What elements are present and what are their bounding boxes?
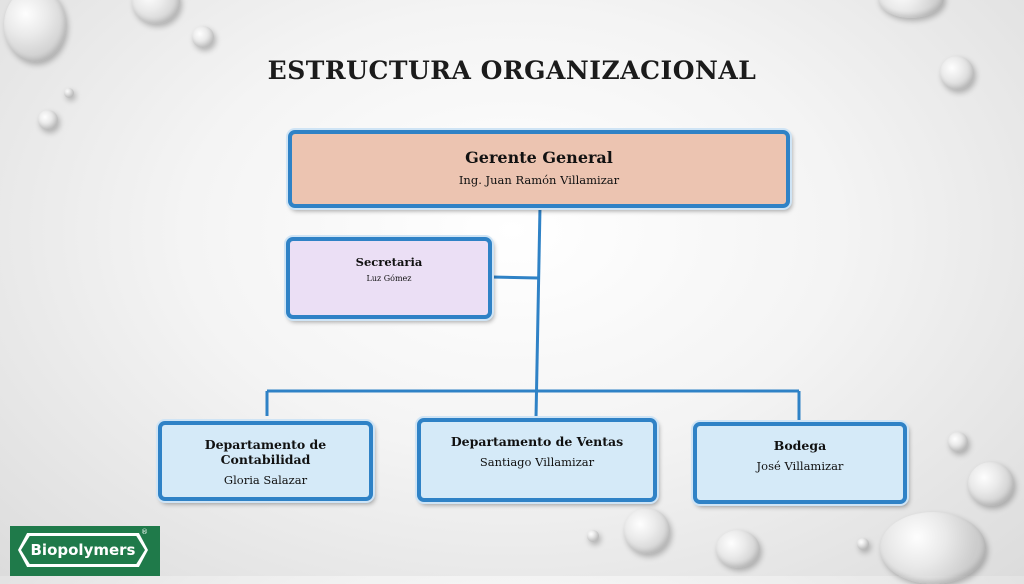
secretary-role: Secretaria (355, 255, 423, 269)
secretary-connector (491, 275, 539, 280)
water-drop (880, 512, 986, 584)
water-drop (4, 0, 66, 62)
biopolymers-logo: Biopolymers ® (10, 526, 160, 576)
water-drop (948, 432, 968, 452)
water-drop (878, 0, 944, 18)
department-head: Santiago Villamizar (479, 455, 595, 469)
department-box-bodega: Bodega José Villamizar (693, 422, 907, 504)
water-drop (968, 462, 1014, 506)
general-manager-role: Gerente General (465, 148, 613, 167)
slide-title: ESTRUCTURA ORGANIZACIONAL (267, 56, 757, 85)
department-box-ventas: Departamento de Ventas Santiago Villamiz… (417, 418, 657, 502)
general-manager-name: Ing. Juan Ramón Villamizar (458, 173, 620, 187)
water-drop (587, 530, 599, 542)
trunk-line (534, 206, 542, 419)
department-head: Gloria Salazar (223, 473, 308, 487)
water-drop (857, 538, 869, 550)
department-role: Departamento de Ventas (450, 434, 624, 449)
water-drop (38, 110, 58, 130)
department-role: Departamento de Contabilidad (204, 437, 327, 467)
department-box-contabilidad: Departamento de Contabilidad Gloria Sala… (158, 421, 373, 501)
logo-hexagon-fill (21, 536, 145, 564)
general-manager-box: Gerente General Ing. Juan Ramón Villamiz… (288, 130, 790, 208)
secretary-name: Luz Gómez (366, 274, 412, 283)
water-drop (716, 530, 760, 568)
water-drop (624, 508, 670, 554)
department-head: José Villamizar (756, 459, 844, 473)
logo-text: Biopolymers (30, 541, 136, 559)
secretary-box: Secretaria Luz Gómez (286, 237, 492, 319)
registered-mark: ® (141, 528, 148, 536)
water-drop (64, 88, 74, 98)
department-role: Bodega (773, 438, 827, 453)
water-drop (940, 56, 974, 90)
water-drop (192, 26, 214, 48)
